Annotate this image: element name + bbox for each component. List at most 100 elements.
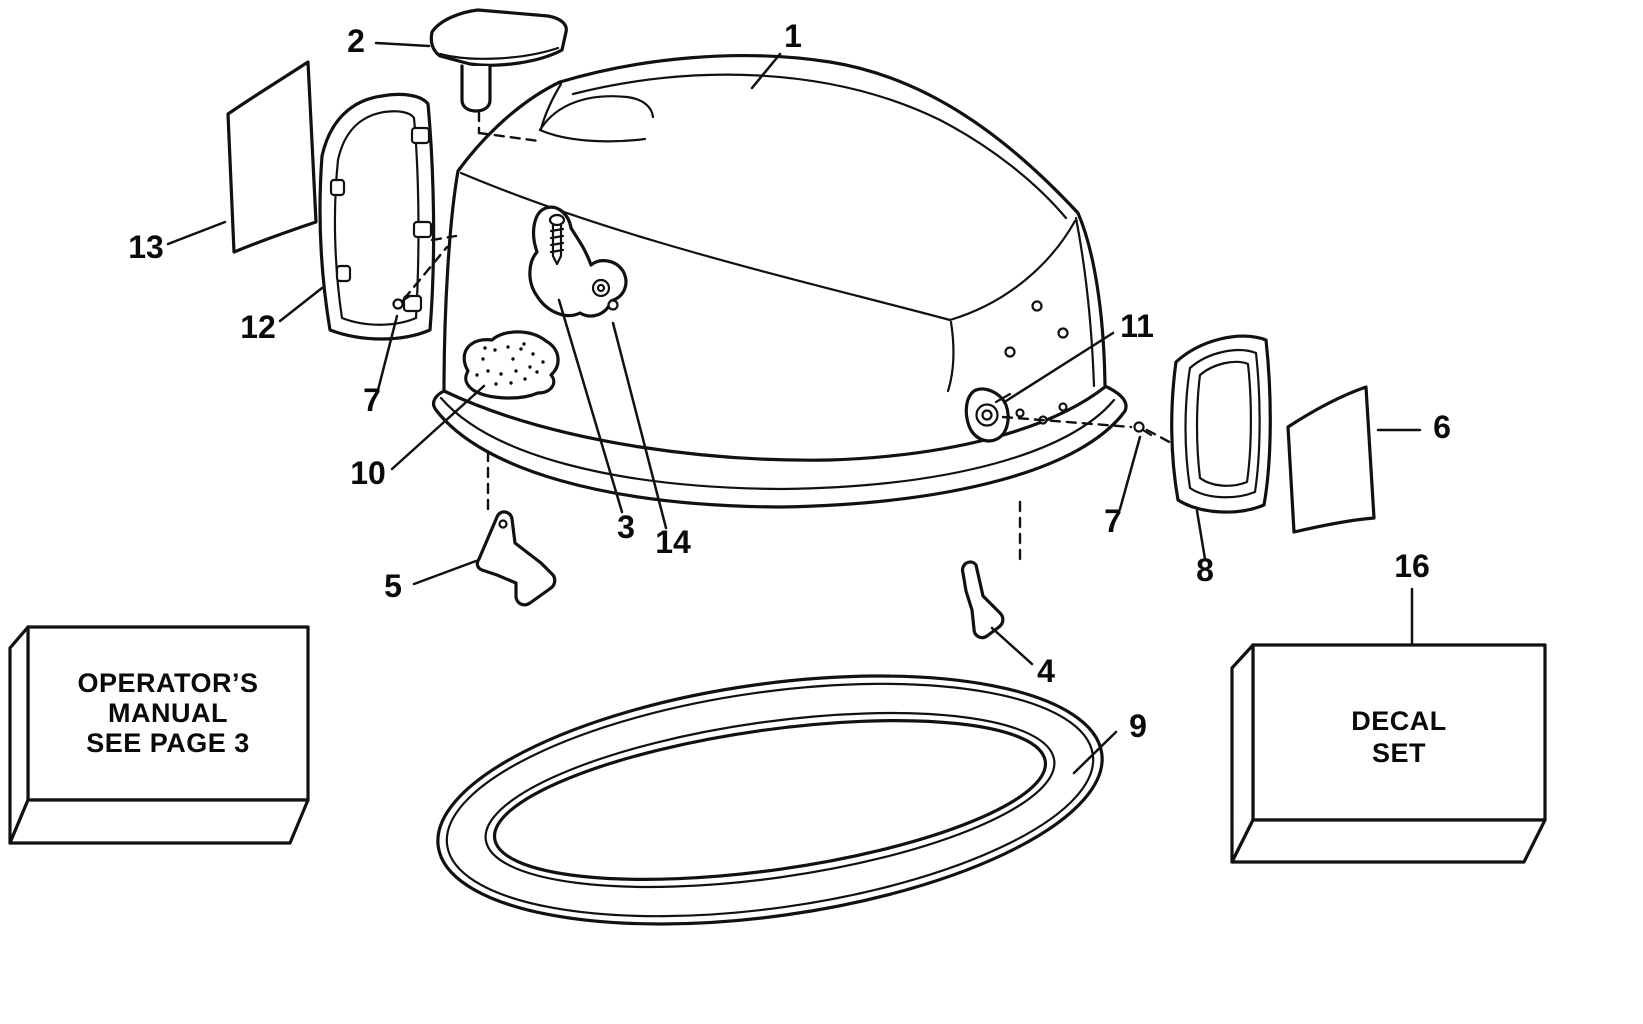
callout-5: 5 [384, 568, 402, 604]
part-11-latch-knob [964, 387, 1012, 443]
cowl-flange-junction [442, 385, 1107, 462]
cowl-hole-4 [1015, 408, 1025, 418]
part-7-screw-right [1133, 421, 1153, 437]
callout-14: 14 [655, 524, 691, 560]
callout-2: 2 [347, 23, 365, 59]
callout-11: 11 [1120, 308, 1154, 344]
dash-screw-left [402, 245, 449, 301]
part-3-14-latch-assembly [528, 205, 628, 318]
latch-pivot-inner [596, 283, 606, 293]
seal-inner-1 [484, 711, 1056, 889]
part-5-bracket [475, 510, 557, 607]
latch-pivot-outer [591, 278, 611, 298]
leader-11 [1004, 331, 1115, 403]
dash-cap-diagonal [477, 131, 541, 143]
cowl-front-crease [459, 171, 1077, 322]
callout-9: 9 [1129, 708, 1147, 744]
frame-right-outer [1170, 334, 1272, 514]
callout-7-right: 7 [1104, 503, 1122, 539]
callout-3: 3 [617, 509, 635, 545]
decal-box-line-1: DECAL [1351, 706, 1447, 736]
frame-clip-1 [329, 178, 346, 197]
leader-14 [611, 321, 668, 530]
part-4-bracket [960, 560, 1005, 640]
part-8-frame-right [1170, 334, 1272, 514]
latch-screw-head [548, 213, 566, 227]
decal-box-bottom [1230, 818, 1547, 864]
part-10-sponge [462, 330, 560, 400]
sponge-outline [462, 330, 560, 400]
manual-box: OPERATOR’S MANUAL SEE PAGE 3 [8, 625, 310, 845]
part-6-decal-sheet-right [1286, 385, 1376, 534]
callout-10: 10 [350, 455, 386, 491]
callout-7-left: 7 [363, 382, 381, 418]
decal-box-line-2: SET [1372, 738, 1426, 768]
cowl-top-highlight [571, 73, 1068, 220]
leader-4 [990, 626, 1034, 666]
part-2-cap [429, 8, 568, 113]
cowl-corner-crease [946, 320, 955, 393]
cap-plate-edge [438, 46, 560, 60]
latch-knob-inner [981, 409, 993, 421]
frame-tab-3 [402, 294, 423, 313]
leader-13 [166, 220, 227, 246]
screw-left-head [392, 298, 404, 310]
part-13-decal-sheet-left [226, 60, 318, 254]
callouts: 1 2 3 4 5 6 7 7 8 9 10 11 12 13 14 16 [128, 18, 1451, 775]
callout-8: 8 [1196, 552, 1214, 588]
callout-4: 4 [1037, 653, 1055, 689]
leader-9 [1072, 730, 1118, 775]
dash-frame-to-cowl [430, 234, 458, 242]
cowl-flange-inner-rim [439, 396, 1116, 491]
cowl-silhouette [431, 54, 1128, 509]
frame-right-inner [1195, 360, 1252, 487]
leader-10 [390, 384, 486, 471]
callout-13: 13 [128, 229, 164, 265]
screw-right-head [1133, 421, 1145, 433]
dashed-alignment-lines [402, 110, 1177, 568]
screw-right-tip [1141, 428, 1153, 437]
cowl-notch-edge [539, 82, 563, 131]
dash-latch-to-screw [1001, 415, 1133, 429]
seal-outer-1 [436, 674, 1104, 926]
seal-outer-2 [445, 682, 1095, 918]
bracket-5-outline [475, 510, 557, 607]
leader-3 [557, 298, 624, 514]
leader-2 [374, 41, 431, 48]
sponge-stipple [475, 342, 545, 386]
part-12-frame-left [318, 92, 436, 341]
cap-post [460, 64, 492, 113]
latch-screw-shaft [549, 222, 565, 266]
screw-left-tip [400, 294, 412, 303]
latch-knob-outer [975, 403, 999, 427]
latch-screw-14 [607, 299, 619, 311]
manual-box-line-3: SEE PAGE 3 [86, 728, 250, 758]
cowl-hole-3 [1057, 327, 1069, 339]
frame-tab-2 [412, 220, 433, 239]
frame-right-mid [1184, 349, 1261, 499]
leader-7-right [1118, 435, 1142, 511]
part-16-decal-box: DECAL SET [1230, 643, 1547, 864]
callout-16: 16 [1394, 548, 1430, 584]
leader-7-left [376, 314, 399, 392]
bracket-4-outline [960, 560, 1005, 640]
callout-6: 6 [1433, 409, 1451, 445]
leader-5 [412, 559, 478, 586]
callout-12: 12 [240, 309, 276, 345]
part-9-seal-ring [436, 674, 1104, 926]
part-1-engine-cover [431, 54, 1128, 509]
leader-1 [750, 52, 782, 90]
cap-plate [429, 8, 568, 67]
cowl-cap-notch-base [538, 128, 647, 143]
cowl-cap-notch [538, 95, 655, 132]
manual-box-line-1: OPERATOR’S [77, 668, 258, 698]
latch-knob-lever [994, 392, 1012, 404]
cowl-hole-1 [1004, 346, 1016, 358]
manual-box-line-2: MANUAL [108, 698, 228, 728]
leader-12 [278, 286, 324, 323]
decal-sheet-left-outline [226, 60, 318, 254]
cowl-hole-2 [1031, 300, 1043, 312]
frame-tab-1 [410, 126, 431, 145]
